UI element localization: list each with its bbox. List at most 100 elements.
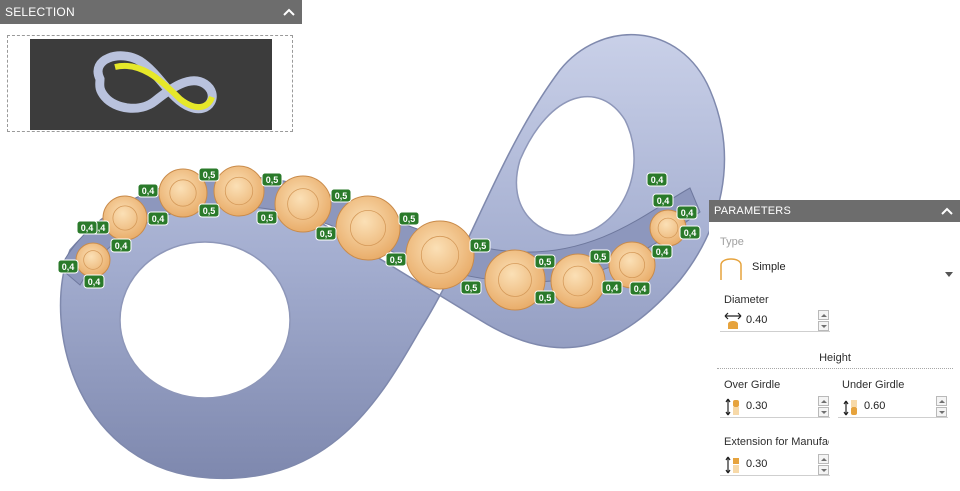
gem-8[interactable]	[484, 249, 546, 311]
prong-badge[interactable]: 0,4	[646, 172, 668, 187]
gem-3[interactable]	[158, 168, 208, 218]
gem-7[interactable]	[405, 220, 475, 290]
extension-value: 0.30	[746, 458, 768, 470]
prong-labels: 0,40,40,40,40,40,40,40,50,50,50,50,50,50…	[57, 167, 701, 305]
gem-table-facet	[618, 251, 646, 279]
prong-badge[interactable]: 0,5	[261, 172, 283, 187]
prong-badge[interactable]: 0,4	[652, 193, 674, 208]
selection-panel-header[interactable]: SELECTION	[0, 0, 302, 24]
decrement-button[interactable]	[818, 321, 829, 331]
prong-badge-label: 0,4	[656, 247, 669, 257]
diameter-field[interactable]: 0.40	[720, 310, 830, 332]
increment-button[interactable]	[936, 396, 947, 406]
gem-table-facet	[287, 188, 319, 220]
prong-badge-label: 0,4	[88, 277, 101, 287]
prong-badge[interactable]: 0,5	[315, 226, 337, 241]
caret-down-icon[interactable]	[945, 264, 953, 282]
prong-badge-label: 0,5	[320, 229, 333, 239]
parameters-panel-title: PARAMETERS	[714, 205, 791, 217]
prong-badge[interactable]: 0,4	[651, 244, 673, 259]
gem-2[interactable]	[102, 195, 148, 241]
type-label: Type	[720, 236, 744, 248]
prong-badge[interactable]: 0,4	[147, 211, 169, 226]
prong-badge-label: 0,4	[93, 223, 106, 233]
prong-badge[interactable]: 0,5	[256, 210, 278, 225]
prong-badge[interactable]: 0,4	[76, 220, 98, 235]
parameters-panel-header[interactable]: PARAMETERS	[709, 200, 960, 222]
prong-badge-label: 0,4	[152, 214, 165, 224]
chevron-up-icon[interactable]	[940, 204, 954, 218]
prong-badge[interactable]: 0,4	[601, 280, 623, 295]
prong-badge-label: 0,5	[203, 170, 216, 180]
diameter-label: Diameter	[724, 294, 769, 306]
prong-badge[interactable]: 0,4	[676, 205, 698, 220]
type-value: Simple	[752, 261, 786, 273]
prong-badge-label: 0,5	[539, 257, 552, 267]
gem-table-facet	[498, 263, 532, 297]
prong-badge[interactable]: 0,5	[198, 203, 220, 218]
prong-badge-label: 0,5	[266, 175, 279, 185]
type-select[interactable]: Simple	[717, 252, 953, 282]
gem-table-facet	[83, 250, 103, 270]
gem-table-facet	[112, 205, 138, 231]
gem-table-facet	[657, 217, 679, 239]
extension-label: Extension for Manufactu	[724, 436, 829, 448]
prong-badge-label: 0,5	[539, 293, 552, 303]
prong-badge[interactable]: 0,5	[385, 252, 407, 267]
over-girdle-field[interactable]: 0.30	[720, 396, 830, 418]
under-girdle-field[interactable]: 0.60	[838, 396, 948, 418]
diameter-spinner[interactable]	[818, 310, 830, 332]
prong-badge[interactable]: 0,5	[469, 238, 491, 253]
decrement-button[interactable]	[936, 407, 947, 417]
increment-button[interactable]	[818, 396, 829, 406]
gem-6[interactable]	[335, 195, 401, 261]
gem-5[interactable]	[274, 175, 332, 233]
height-section-title: Height	[819, 352, 851, 364]
increment-button[interactable]	[818, 454, 829, 464]
gem-table-facet	[349, 209, 386, 246]
under-girdle-value: 0.60	[864, 400, 886, 412]
prong-badge-label: 0,5	[474, 241, 487, 251]
prong-badge[interactable]: 0,5	[460, 280, 482, 295]
increment-button[interactable]	[818, 310, 829, 320]
over-girdle-label: Over Girdle	[724, 379, 781, 391]
prong-badge[interactable]: 0,4	[110, 238, 132, 253]
prong-badge[interactable]: 0,5	[534, 254, 556, 269]
extension-field[interactable]: 0.30	[720, 454, 830, 476]
diameter-icon	[724, 312, 742, 330]
over-girdle-spinner[interactable]	[818, 396, 830, 418]
prong-badge-label: 0,5	[390, 255, 403, 265]
gem-4[interactable]	[213, 165, 265, 217]
decrement-button[interactable]	[818, 407, 829, 417]
prong-badge-label: 0,5	[335, 191, 348, 201]
prong-badge[interactable]: 0,4	[629, 281, 651, 296]
prong-badge[interactable]: 0,5	[330, 188, 352, 203]
gem-row	[75, 165, 687, 311]
prong-badge[interactable]: 0,5	[198, 167, 220, 182]
selection-thumbnail[interactable]	[30, 39, 272, 130]
prong-badge[interactable]: 0,4	[137, 183, 159, 198]
prong-badge-label: 0,4	[681, 208, 694, 218]
prong-badge[interactable]: 0,5	[534, 290, 556, 305]
chevron-up-icon[interactable]	[282, 5, 296, 19]
gem-table-facet	[169, 179, 197, 207]
extension-spinner[interactable]	[818, 454, 830, 476]
prong-badge[interactable]: 0,4	[679, 225, 701, 240]
extension-icon	[724, 456, 742, 474]
over-girdle-value: 0.30	[746, 400, 768, 412]
prong-badge-label: 0,5	[203, 206, 216, 216]
prong-badge[interactable]: 0,4	[57, 259, 79, 274]
gem-1[interactable]	[75, 242, 111, 278]
prong-profile-icon	[719, 253, 743, 286]
selection-panel-body	[7, 35, 293, 132]
under-girdle-spinner[interactable]	[936, 396, 948, 418]
parameters-panel-body: Type Simple Diameter 0.40 Height Over Gi…	[709, 222, 960, 491]
prong-badge-label: 0,4	[62, 262, 75, 272]
prong-badge[interactable]: 0,5	[589, 249, 611, 264]
decrement-button[interactable]	[818, 465, 829, 475]
prong-badge[interactable]: 0,5	[398, 211, 420, 226]
prong-badge-label: 0,4	[142, 186, 155, 196]
prong-badge[interactable]: 0,4	[83, 274, 105, 289]
